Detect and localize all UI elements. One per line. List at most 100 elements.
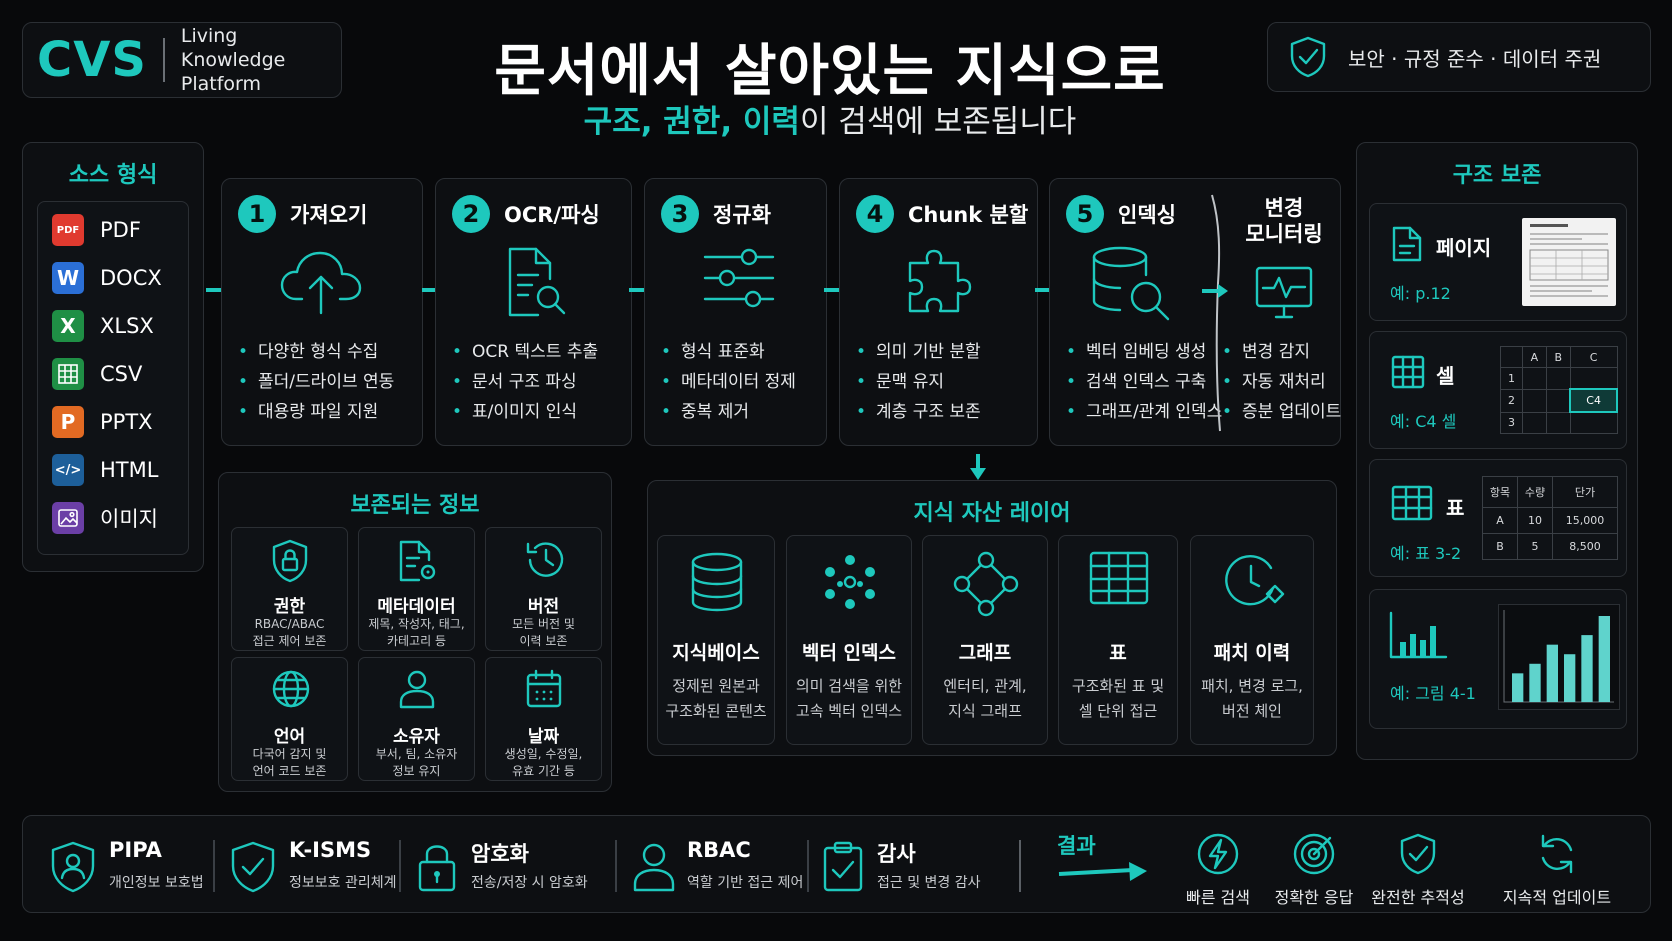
footer-item-title: K-ISMS: [289, 838, 372, 862]
clock-patch-icon: [1225, 554, 1285, 606]
bullet: OCR 텍스트 추출: [452, 337, 598, 367]
source-label: XLSX: [100, 314, 154, 338]
asset-card-title: 그래프: [958, 642, 1012, 664]
source-formats-panel: 소스 형식 PDF PDF W DOCX X XLSX CSV P PPTX <…: [22, 142, 204, 572]
asset-card-title: 지식베이스: [672, 642, 760, 664]
bullet: 폴더/드라이브 연동: [238, 367, 394, 397]
powerpoint-icon: P: [52, 406, 84, 438]
desc-line2: 언어 코드 보존: [252, 764, 327, 778]
page-icon: [1392, 226, 1422, 262]
source-item-docx: W DOCX: [52, 260, 162, 296]
lock-icon: [418, 845, 456, 892]
source-item-pdf: PDF PDF: [52, 212, 141, 248]
grid-col-header: C: [1569, 345, 1618, 369]
compliance-text: 보안 · 규정 준수 · 데이터 주권: [1348, 46, 1602, 71]
desc-line2: 정보 유지: [392, 764, 441, 778]
footer-item-desc: 전송/저장 시 암호화: [471, 875, 588, 891]
sliders-icon: [703, 248, 775, 308]
asset-card-desc: 패치, 변경 로그, 버전 체인: [1191, 674, 1313, 724]
source-label: DOCX: [100, 266, 162, 290]
desc-line2: 카테고리 등: [386, 634, 446, 648]
table-header: 항목: [1482, 475, 1518, 509]
table-cell: B: [1482, 533, 1518, 560]
csv-grid-icon: [52, 358, 84, 390]
calendar-icon: [526, 669, 562, 708]
figure-bar: [1598, 616, 1610, 702]
history-icon: [526, 542, 564, 577]
structure-card-figure: 예: 그림 4-1: [1369, 589, 1627, 729]
desc-line1: RBAC/ABAC: [254, 617, 325, 631]
monitoring-title: 변경 모니터링: [1228, 195, 1340, 247]
monitoring-title-line2: 모니터링: [1245, 222, 1323, 246]
pipeline-step-indexing: 5 인덱싱 벡터 임베딩 생성 검색 인덱스 구축 그래프/관계 인덱스 변경 모…: [1049, 178, 1341, 446]
logo-divider: [162, 38, 165, 82]
grid-cell: [1522, 367, 1547, 390]
refresh-icon: [1541, 834, 1573, 874]
figure-bar: [1581, 635, 1593, 702]
shield-check-icon: [1290, 36, 1326, 78]
preserved-card-title: 버전: [527, 597, 560, 617]
bullet: 중복 제거: [661, 397, 796, 427]
page-title: 문서에서 살아있는 지식으로: [494, 39, 1166, 104]
source-item-pptx: P PPTX: [52, 404, 153, 440]
result-arrow-icon: [1058, 862, 1147, 881]
figure-bar: [1546, 644, 1558, 702]
step-title: 가져오기: [290, 203, 368, 227]
bar-chart-icon: [1389, 611, 1448, 659]
database-icon: [691, 552, 743, 612]
logo-subtitle: Living Knowledge Platform: [181, 24, 341, 96]
bullet: 자동 재처리: [1222, 367, 1341, 397]
step-bullets: 형식 표준화 메타데이터 정제 중복 제거: [661, 337, 796, 427]
bullet: 검색 인덱스 구축: [1066, 367, 1222, 397]
structure-table-example: 예: 표 3-2: [1390, 544, 1462, 563]
source-item-image: 이미지: [52, 500, 158, 536]
result-label-text: 빠른 검색: [1186, 888, 1250, 907]
figure-axis: [1503, 610, 1614, 703]
grid-cell: [1522, 388, 1547, 413]
result-label-text: 완전한 추적성: [1371, 888, 1465, 907]
grid-corner: [1500, 345, 1523, 369]
desc-line2: 버전 체인: [1222, 702, 1282, 720]
cloud-upload-icon: [280, 251, 362, 315]
footer-divider: [399, 840, 401, 892]
preserved-card-desc: 제목, 작성자, 태그,카테고리 등: [359, 616, 474, 650]
table-icon: [1391, 485, 1433, 521]
grid-cell: [1522, 411, 1547, 435]
step-bullets: 벡터 임베딩 생성 검색 인덱스 구축 그래프/관계 인덱스: [1066, 337, 1222, 427]
desc-line1: 패치, 변경 로그,: [1201, 677, 1303, 695]
step-title: 정규화: [713, 203, 771, 227]
step-number: 5: [1066, 195, 1104, 233]
logo-line2: Platform: [180, 73, 262, 95]
result-label-text: 지속적 업데이트: [1502, 888, 1612, 907]
step-title: 인덱싱: [1118, 203, 1176, 227]
result-label-text: 정확한 응답: [1274, 888, 1354, 907]
source-formats-title: 소스 형식: [68, 163, 158, 188]
code-icon: </>: [52, 454, 84, 486]
step-bullets: OCR 텍스트 추출 문서 구조 파싱 표/이미지 인식: [452, 337, 598, 427]
preserved-card-title: 권한: [273, 597, 306, 617]
source-list: PDF PDF W DOCX X XLSX CSV P PPTX </> HTM…: [37, 201, 189, 555]
step-bullets: 의미 기반 분할 문맥 유지 계층 구조 보존: [856, 337, 981, 427]
compliance-footer: PIPA 개인정보 보호법 K-ISMS 정보보호 관리체계 암호화 전송/저장…: [22, 815, 1651, 913]
desc-line2: 이력 보존: [519, 634, 568, 648]
asset-card-desc: 엔터티, 관계,지식 그래프: [923, 674, 1047, 724]
puzzle-icon: [908, 249, 972, 313]
step-bullets: 다양한 형식 수집 폴더/드라이브 연동 대용량 파일 지원: [238, 337, 394, 427]
monitoring-title-line1: 변경: [1264, 196, 1304, 220]
footer-item-title: 감사: [877, 842, 916, 866]
result-fast-search: 빠른 검색: [1163, 832, 1273, 908]
desc-line2: 유효 기간 등: [512, 764, 575, 778]
bullet: 그래프/관계 인덱스: [1066, 397, 1222, 427]
figure-bar: [1512, 673, 1524, 702]
